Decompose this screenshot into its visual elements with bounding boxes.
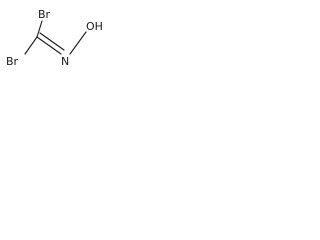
bond-c-br-top [36,20,43,38]
bond-c-br-bottom [24,36,38,55]
structure-diagram: Br Br N OH [0,0,136,77]
bond-c-n-double-b [39,32,65,51]
atom-nitrogen: N [61,55,69,68]
atom-br-bottom: Br [6,55,19,68]
bond-c-n-double-a [36,36,62,55]
bond-n-o [69,31,87,55]
atom-br-top: Br [38,8,51,21]
atom-hydroxyl: OH [86,20,103,33]
chemical-structure: Br Br N OH [6,8,103,68]
